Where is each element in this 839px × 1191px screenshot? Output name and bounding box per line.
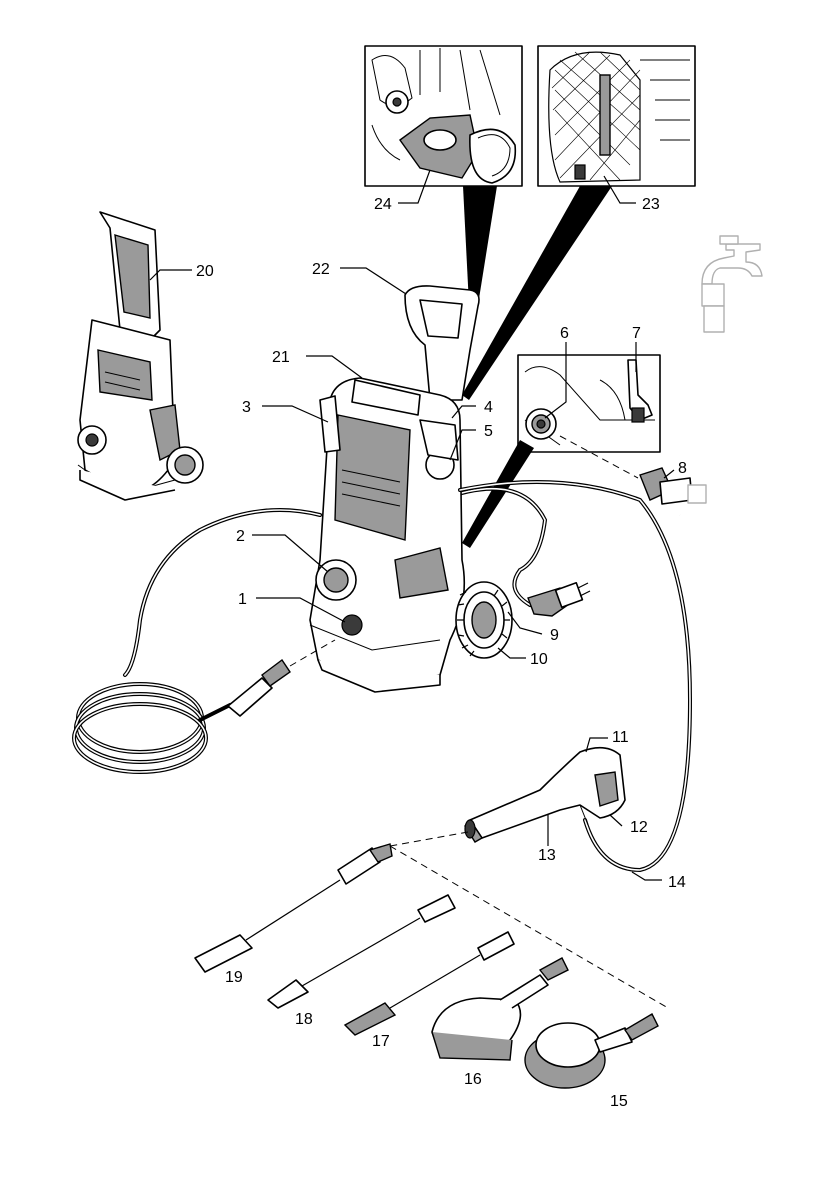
callout-6: 6 bbox=[560, 325, 569, 342]
projection-wedge-24 bbox=[463, 186, 497, 305]
callout-4: 4 bbox=[484, 399, 493, 416]
detail-inset-water-inlet bbox=[517, 354, 661, 453]
callout-24: 24 bbox=[374, 196, 392, 213]
pressure-washer-rear-view bbox=[77, 211, 204, 501]
rotating-wash-brush bbox=[524, 1013, 659, 1089]
callout-11: 11 bbox=[612, 729, 629, 746]
pressure-washer-main-unit bbox=[309, 285, 480, 693]
wash-brush bbox=[431, 957, 569, 1061]
callout-12: 12 bbox=[630, 819, 648, 836]
callout-19: 19 bbox=[225, 969, 243, 986]
callout-7: 7 bbox=[632, 325, 641, 342]
leader-lines bbox=[149, 169, 675, 881]
spray-lance-standard bbox=[343, 931, 515, 1036]
garden-hose-faucet bbox=[679, 235, 763, 528]
callout-labels: 1 2 3 4 5 6 7 8 9 10 11 12 13 14 15 16 1… bbox=[196, 196, 687, 1110]
projection-wedge-23 bbox=[462, 186, 612, 400]
callout-2: 2 bbox=[236, 528, 245, 545]
spray-lance-dirt-blaster bbox=[267, 894, 456, 1009]
callout-8: 8 bbox=[678, 460, 687, 477]
power-plug bbox=[527, 581, 591, 617]
projection-wedge-inlet bbox=[462, 440, 534, 548]
spray-lance-vario bbox=[194, 843, 393, 973]
callout-15: 15 bbox=[610, 1093, 628, 1110]
callout-10: 10 bbox=[530, 651, 548, 668]
callout-20: 20 bbox=[196, 263, 214, 280]
hose-reel bbox=[455, 581, 513, 659]
hose-coupling bbox=[639, 467, 707, 505]
callout-9: 9 bbox=[550, 627, 559, 644]
high-pressure-hose-coil bbox=[72, 508, 336, 774]
detail-inset-detergent-tank bbox=[364, 45, 523, 187]
callout-16: 16 bbox=[464, 1071, 482, 1088]
callout-5: 5 bbox=[484, 423, 493, 440]
callout-18: 18 bbox=[295, 1011, 313, 1028]
callout-14: 14 bbox=[668, 874, 686, 891]
callout-1: 1 bbox=[238, 591, 247, 608]
callout-23: 23 bbox=[642, 196, 660, 213]
callout-21: 21 bbox=[272, 349, 290, 366]
callout-22: 22 bbox=[312, 261, 330, 278]
trigger-gun bbox=[464, 746, 626, 843]
callout-17: 17 bbox=[372, 1033, 390, 1050]
callout-13: 13 bbox=[538, 847, 556, 864]
callout-3: 3 bbox=[242, 399, 251, 416]
detail-inset-accessory-storage bbox=[537, 45, 696, 187]
